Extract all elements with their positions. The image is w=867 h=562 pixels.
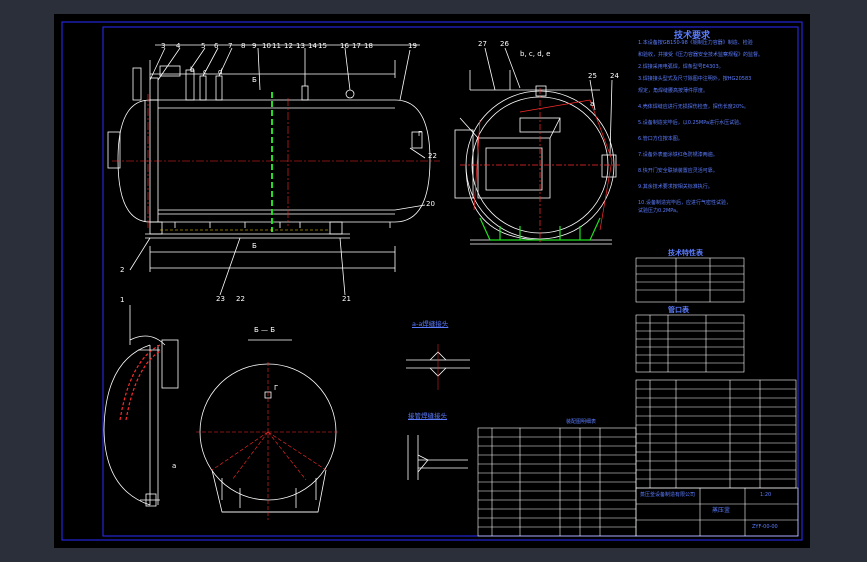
part-number-label: 6: [214, 42, 219, 50]
tech-line: 3.焊接接头型式及尺寸除图中注明外，按HG20583: [638, 76, 752, 82]
drawing-sheet: [54, 14, 810, 548]
section-label: Б — Б: [254, 326, 276, 334]
part-number-label: 9: [252, 42, 257, 50]
tech-line: 10.设备制造完毕后，应进行气密性试验，: [638, 200, 731, 206]
part-number-label: 27: [478, 40, 487, 48]
inner-frame: [102, 26, 799, 537]
part-number-label: 14: [308, 42, 317, 50]
letter-b: b: [190, 66, 195, 74]
part-number-label: 4: [176, 42, 181, 50]
part-number-label: 26: [500, 40, 509, 48]
nozzle-table: [635, 314, 745, 373]
part-number-label: 23: [216, 295, 225, 303]
parts-list-header: 装配图明细表: [566, 419, 597, 425]
part-number-label: 19: [408, 42, 417, 50]
part-number-label: 10: [262, 42, 271, 50]
part-number-label: 2: [120, 266, 125, 274]
part-number-label: 15: [318, 42, 327, 50]
tech-line: 8.快开门安全联锁装置应灵活可靠。: [638, 168, 718, 174]
tech-line: 9.其余技术要求按相关标准执行。: [638, 184, 713, 190]
design-params-title: 技术特性表: [668, 249, 703, 257]
design-params-table: [635, 257, 745, 303]
letter-g: Г: [418, 130, 423, 138]
door-detail: [103, 305, 179, 507]
part-number-label: 7: [228, 42, 233, 50]
drawing-number: ZYF-00-00: [752, 524, 778, 530]
part-number-label: 5: [201, 42, 206, 50]
section-mark-bottom: Б: [252, 242, 257, 250]
part-number-label: 13: [296, 42, 305, 50]
tech-line: 和验收，并接受《压力容器安全技术监察规程》的监督。: [638, 52, 764, 58]
letter-a: a: [172, 462, 177, 470]
part-number-label: 25: [588, 72, 597, 80]
title-block: [635, 487, 799, 537]
nozzle-letters: b, c, d, e: [520, 50, 551, 58]
drawing-name: 蒸压釜: [712, 507, 731, 514]
tech-line: 6.管口方位按本图。: [638, 136, 683, 142]
end-view-red-lines: [460, 88, 620, 244]
tech-requirements-title: 技术要求: [674, 31, 711, 41]
part-number-label: 8: [241, 42, 246, 50]
tech-line: 5.设备制造完毕后，以0.25MPa进行水压试验。: [638, 120, 745, 126]
part-number-label: 1: [120, 296, 125, 304]
part-number-label: 22: [236, 295, 245, 303]
tech-line: 试验压力0.2MPa。: [638, 208, 682, 214]
tech-line: 规定，角焊缝腰高按薄件厚度。: [638, 88, 709, 94]
part-number-label: 20: [426, 200, 435, 208]
tech-line: 4.壳体焊缝应进行无损探伤检查，探伤长度20%。: [638, 104, 749, 110]
weld-detail-b: [407, 435, 468, 480]
part-number-label: 11: [272, 42, 281, 50]
door-detail-red: [119, 344, 163, 421]
tech-line: 1.本设备按GB150-98《钢制压力容器》制造、检验: [638, 40, 753, 46]
main-view-centerlines: [112, 94, 440, 228]
part-number-label: 3: [161, 42, 166, 50]
tech-line: 2.焊接采用电弧焊，焊条型号E4303。: [638, 64, 724, 70]
letter-d: d: [218, 68, 223, 76]
section-red-lines: [196, 362, 340, 520]
part-number-label: 12: [284, 42, 293, 50]
part-number-label: 21: [342, 295, 351, 303]
outer-frame: [61, 21, 803, 541]
parts-list-middle: [477, 427, 637, 537]
section-mark-top: Б: [252, 76, 257, 84]
weld-detail-a: [406, 344, 470, 390]
letter-a: a: [590, 100, 595, 108]
tech-line: 7.设备外表面涂铁红色防锈漆两遍。: [638, 152, 718, 158]
part-number-label: 24: [610, 72, 619, 80]
weld-detail-b-title: 接管焊缝接头: [408, 412, 447, 420]
part-number-label: 16: [340, 42, 349, 50]
nozzle-table-title: 管口表: [668, 306, 689, 314]
letter-c: c: [203, 68, 207, 76]
part-number-label: 17: [352, 42, 361, 50]
part-number-label: 18: [364, 42, 373, 50]
company-name: 蒸压釜设备制造有限公司: [640, 492, 696, 498]
letter-g: Г: [274, 384, 279, 392]
part-number-label: 22: [428, 152, 437, 160]
drawing-scale: 1:20: [760, 492, 772, 498]
weld-detail-a-title: a-a焊缝接头: [412, 320, 449, 328]
